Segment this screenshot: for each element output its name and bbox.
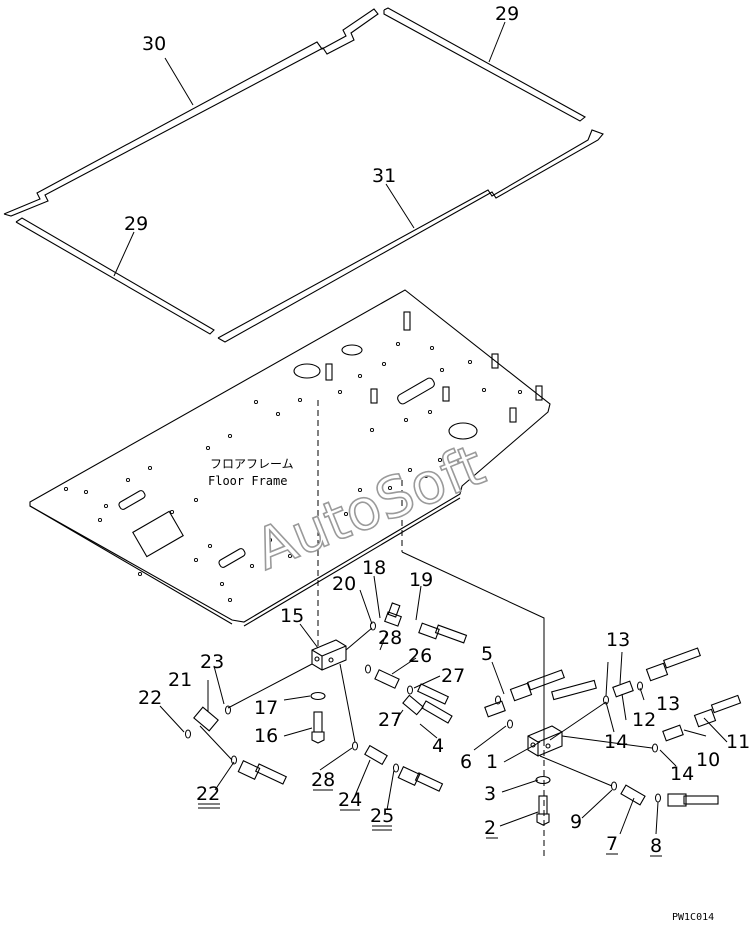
hose-8 xyxy=(667,793,719,807)
hose-22 xyxy=(237,760,288,785)
elbow-18 xyxy=(384,602,402,627)
callout-28-top: 28 xyxy=(378,627,402,649)
hose-5 xyxy=(509,669,565,702)
fitting-12 xyxy=(612,680,634,698)
callout-2: 2 xyxy=(484,817,496,839)
callout-19: 19 xyxy=(409,569,433,591)
seal-strip-31 xyxy=(217,129,604,343)
bolt-2 xyxy=(536,795,550,826)
callout-24: 24 xyxy=(338,789,362,811)
drawing-code: PW1C014 xyxy=(672,912,714,923)
hose-11 xyxy=(693,694,742,728)
fitting-26 xyxy=(374,669,400,689)
callout-29-top: 29 xyxy=(495,3,519,25)
junction-block-right xyxy=(527,725,563,757)
callout-3: 3 xyxy=(484,783,496,805)
floor-frame-label-jp: フロアフレーム xyxy=(210,457,294,471)
hose-4 xyxy=(402,694,453,724)
callout-5: 5 xyxy=(481,643,493,665)
callout-10: 10 xyxy=(696,749,720,771)
fitting-24 xyxy=(364,744,388,766)
callout-11: 11 xyxy=(726,731,750,753)
callout-13-right: 13 xyxy=(656,693,680,715)
seal-strip-30 xyxy=(3,8,379,217)
o-rings xyxy=(185,621,661,803)
callout-14-right: 14 xyxy=(670,763,694,785)
callout-17: 17 xyxy=(254,697,278,719)
washer-3 xyxy=(535,775,551,785)
callout-29-bottom: 29 xyxy=(124,213,148,235)
callout-31: 31 xyxy=(372,165,396,187)
junction-block-left xyxy=(311,639,347,671)
callout-13-top: 13 xyxy=(606,629,630,651)
elbow-21 xyxy=(193,706,219,732)
seal-strip-29-top xyxy=(383,7,586,122)
floor-frame-label-en: Floor Frame xyxy=(208,474,287,488)
fitting-6 xyxy=(484,700,506,718)
hose-27 xyxy=(416,683,450,705)
callout-7: 7 xyxy=(606,833,618,855)
callout-20: 20 xyxy=(332,573,356,595)
callout-21: 21 xyxy=(168,669,192,691)
callout-22-left: 22 xyxy=(138,687,162,709)
callout-15: 15 xyxy=(280,605,304,627)
elbow-7 xyxy=(620,784,646,806)
callout-25: 25 xyxy=(370,805,394,827)
hose-19 xyxy=(418,622,468,644)
fitting-10 xyxy=(662,724,684,742)
callout-9: 9 xyxy=(570,811,582,833)
hose-25 xyxy=(397,766,444,792)
leader-lines xyxy=(113,21,728,835)
callout-8: 8 xyxy=(650,835,662,857)
callout-22-bottom: 22 xyxy=(196,783,220,805)
hose-13-right xyxy=(645,647,701,682)
callout-14-left: 14 xyxy=(604,731,628,753)
callout-27-left: 27 xyxy=(378,709,402,731)
callout-23: 23 xyxy=(200,651,224,673)
callout-27-right: 27 xyxy=(441,665,465,687)
washer-17 xyxy=(310,691,326,701)
callout-16: 16 xyxy=(254,725,278,747)
callout-12: 12 xyxy=(632,709,656,731)
callout-18: 18 xyxy=(362,557,386,579)
floor-frame-plate xyxy=(29,289,551,627)
bolt-16 xyxy=(311,711,325,744)
hose-13-left xyxy=(551,679,597,701)
callout-6: 6 xyxy=(460,751,472,773)
seal-strip-29-bottom xyxy=(15,217,215,335)
callout-26: 26 xyxy=(408,645,432,667)
callout-4: 4 xyxy=(432,735,444,757)
callout-1: 1 xyxy=(486,751,498,773)
callout-28-bottom: 28 xyxy=(311,769,335,791)
callout-30: 30 xyxy=(142,33,166,55)
